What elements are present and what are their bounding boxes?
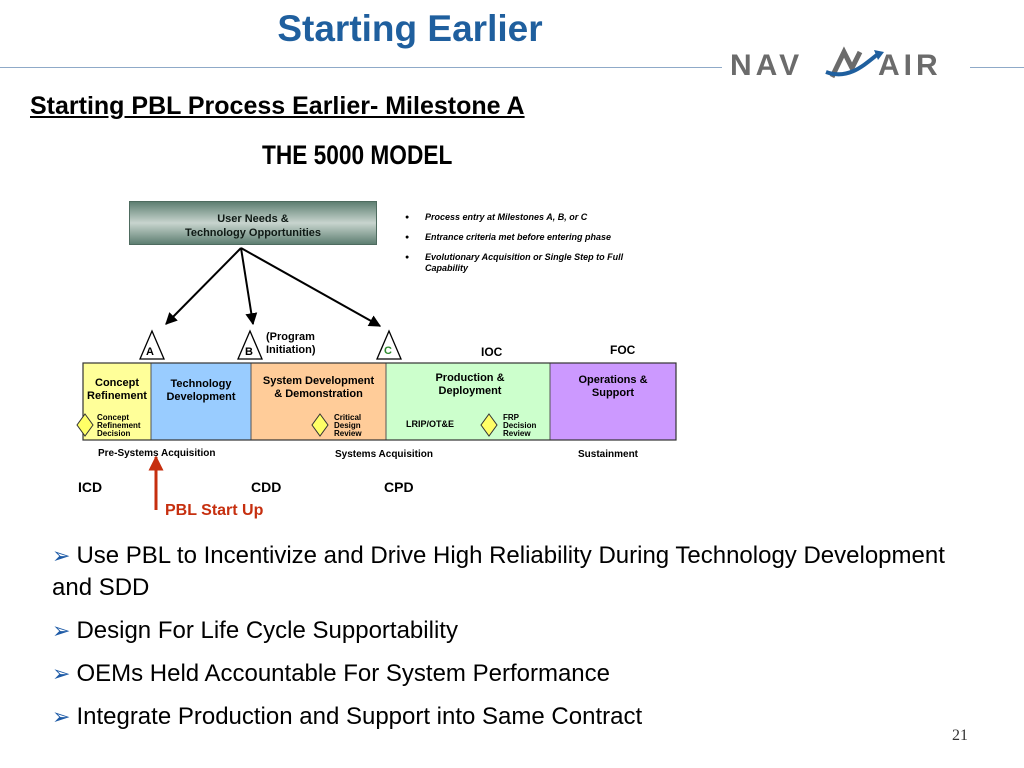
entry-criteria-item: Process entry at Milestones A, B, or C <box>403 212 663 223</box>
ioc-label: IOC <box>481 345 503 359</box>
phase-operations-support <box>549 362 677 441</box>
svg-text:NAV: NAV <box>730 49 803 82</box>
concept-decision-label: Concept Refinement Decision <box>97 414 141 438</box>
milestone-a-triangle <box>139 329 165 360</box>
icd-label: ICD <box>78 479 103 495</box>
operations-support-label: Operations & Support <box>551 374 675 400</box>
main-bullet-text: Design For Life Cycle Supportability <box>76 617 458 644</box>
slide-title: Starting Earlier <box>277 8 543 49</box>
milestone-c-label: C <box>384 345 392 357</box>
main-bullet-item: ➢OEMs Held Accountable For System Perfor… <box>52 658 982 690</box>
sdd-line2: & Demonstration <box>274 388 363 400</box>
program-initiation-line1: (Program <box>266 331 315 343</box>
main-bullet-list: ➢Use PBL to Incentivize and Drive High R… <box>52 540 982 744</box>
arrow-bullet-icon: ➢ <box>52 618 71 643</box>
milestone-c-triangle <box>376 329 402 360</box>
frp-line1: FRP <box>503 413 519 422</box>
concept-line2: Refinement <box>87 390 147 402</box>
frp-decision-review-diamond <box>480 413 498 437</box>
arrow-bullet-icon: ➢ <box>52 543 71 568</box>
arrow-to-milestone-b <box>240 247 258 326</box>
systems-acquisition-label: Systems Acquisition <box>335 449 433 460</box>
phase-bar-outline <box>82 362 677 441</box>
program-initiation-line2: Initiation) <box>266 344 316 356</box>
sustainment-label: Sustainment <box>578 449 639 460</box>
technology-development-label: Technology Development <box>152 378 250 404</box>
concept-line1: Concept <box>95 377 139 389</box>
prod-line1: Production & <box>435 372 505 384</box>
cdr-line2: Design <box>334 421 361 430</box>
main-bullet-text: Use PBL to Incentivize and Drive High Re… <box>52 542 945 601</box>
cdr-line1: Critical <box>334 413 362 422</box>
cdd-label: CDD <box>251 479 282 495</box>
program-initiation-label: (Program Initiation) <box>266 331 316 357</box>
cpd-label: CPD <box>384 479 414 495</box>
main-bullet-text: Integrate Production and Support into Sa… <box>76 703 643 730</box>
frp-line2: Decision <box>503 421 537 430</box>
model-title: THE 5000 MODEL <box>262 140 453 170</box>
crd-line2: Refinement <box>97 421 141 430</box>
page-number: 21 <box>952 727 968 744</box>
phase-concept-refinement <box>82 362 152 441</box>
arrow-to-milestone-a <box>165 247 242 325</box>
ops-line1: Operations & <box>578 374 648 386</box>
milestone-b-label: B <box>245 346 253 358</box>
navair-logo: NAV AIR <box>730 46 942 82</box>
main-bullet-item: ➢Design For Life Cycle Supportability <box>52 615 982 647</box>
foc-label: FOC <box>610 343 636 357</box>
arrow-bullet-icon: ➢ <box>52 661 71 686</box>
tech-line2: Development <box>166 391 236 403</box>
crd-line1: Concept <box>97 413 129 422</box>
user-needs-line2: Technology Opportunities <box>184 227 322 239</box>
subtitle: Starting PBL Process Earlier- Milestone … <box>30 92 525 120</box>
cdr-line3: Review <box>334 429 362 438</box>
main-bullet-text: OEMs Held Accountable For System Perform… <box>76 660 610 687</box>
critical-design-review-diamond <box>311 413 329 437</box>
pre-systems-acquisition-label: Pre-Systems Acquisition <box>98 448 216 459</box>
system-development-label: System Development & Demonstration <box>252 375 385 401</box>
entry-criteria-item: Evolutionary Acquisition or Single Step … <box>403 252 663 274</box>
entry-criteria-item: Entrance criteria met before entering ph… <box>403 232 663 243</box>
entry-criteria-list: Process entry at Milestones A, B, or C E… <box>403 212 663 283</box>
user-needs-box: User Needs & Technology Opportunities <box>129 201 377 245</box>
arrow-to-milestone-c <box>240 247 382 327</box>
main-bullet-item: ➢Integrate Production and Support into S… <box>52 701 982 733</box>
sdd-line1: System Development <box>262 375 375 387</box>
frp-decision-review-label: FRP Decision Review <box>503 414 536 438</box>
crd-line3: Decision <box>97 429 131 438</box>
main-bullet-item: ➢Use PBL to Incentivize and Drive High R… <box>52 540 982 604</box>
milestone-a-label: A <box>146 346 154 358</box>
concept-refinement-label: Concept Refinement <box>84 377 150 403</box>
production-deployment-label: Production & Deployment <box>387 372 553 398</box>
prod-line2: Deployment <box>438 385 502 397</box>
pbl-start-up-label: PBL Start Up <box>165 502 264 519</box>
tech-line1: Technology <box>170 378 232 390</box>
frp-line3: Review <box>503 429 531 438</box>
header-rule-left <box>0 67 722 68</box>
lrip-label: LRIP/OT&E <box>406 419 455 429</box>
header-rule-right <box>970 67 1024 68</box>
arrow-bullet-icon: ➢ <box>52 704 71 729</box>
user-needs-line1: User Needs & <box>217 213 289 225</box>
milestone-b-triangle <box>237 329 263 360</box>
critical-design-review-label: Critical Design Review <box>334 414 362 438</box>
concept-decision-diamond <box>76 413 94 437</box>
ops-line2: Support <box>591 387 635 399</box>
svg-text:AIR: AIR <box>878 49 942 82</box>
